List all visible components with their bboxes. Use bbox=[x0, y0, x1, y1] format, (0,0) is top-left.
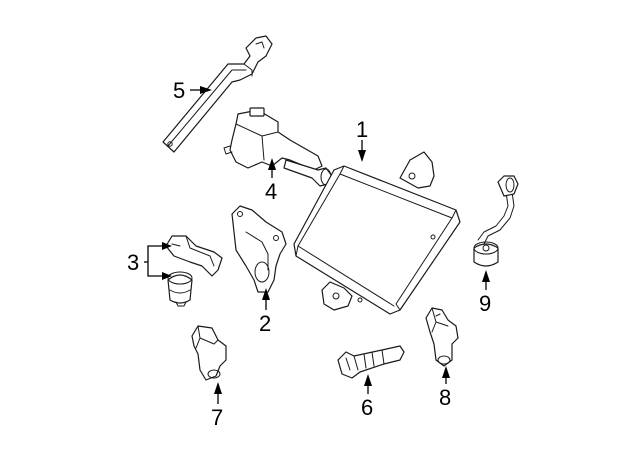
part-1-control-module[interactable] bbox=[293, 151, 461, 315]
part-9-knock-sensor[interactable] bbox=[473, 175, 519, 267]
callout-7: 7 bbox=[211, 405, 223, 430]
leader-6 bbox=[364, 374, 372, 394]
leader-9 bbox=[482, 270, 490, 290]
leader-5 bbox=[190, 86, 212, 94]
leader-8 bbox=[442, 366, 450, 384]
part-2-bracket[interactable] bbox=[231, 205, 287, 293]
callout-4: 4 bbox=[265, 179, 277, 204]
part-4-ignition-coil[interactable] bbox=[223, 107, 333, 187]
leader-2 bbox=[262, 288, 270, 310]
part-8-sensor[interactable] bbox=[425, 307, 459, 367]
part-3-clip[interactable] bbox=[165, 235, 223, 277]
callout-1: 1 bbox=[356, 117, 368, 142]
callout-2: 2 bbox=[259, 311, 271, 336]
callout-8: 8 bbox=[439, 385, 451, 410]
callout-5: 5 bbox=[173, 78, 185, 103]
part-5-bracket[interactable] bbox=[162, 35, 273, 153]
part-7-sensor[interactable] bbox=[191, 325, 227, 381]
callout-6: 6 bbox=[361, 395, 373, 420]
leader-4 bbox=[268, 158, 276, 178]
part-3-sensor[interactable] bbox=[167, 271, 193, 307]
leader-1 bbox=[358, 140, 366, 162]
callout-9: 9 bbox=[479, 291, 491, 316]
part-6-spark-plug[interactable] bbox=[337, 345, 405, 379]
leader-7 bbox=[214, 382, 222, 404]
callout-3: 3 bbox=[127, 250, 139, 275]
leader-3 bbox=[144, 242, 172, 280]
